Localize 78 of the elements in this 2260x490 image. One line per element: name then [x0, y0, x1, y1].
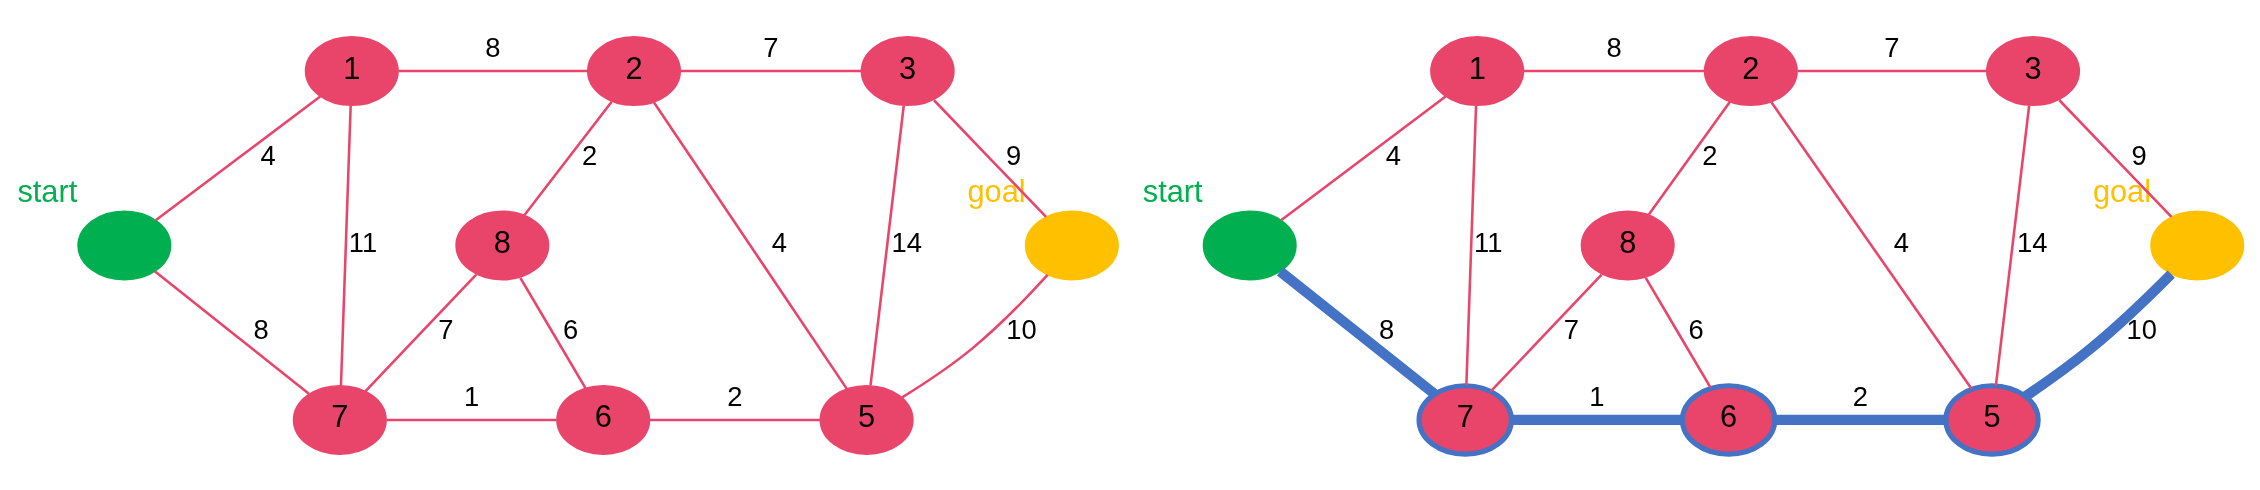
- edge-label: 4: [771, 226, 787, 258]
- connector: [339, 104, 352, 386]
- edge-label: 6: [563, 313, 579, 345]
- node-ellipse: 8: [1580, 209, 1675, 281]
- edge-label: 7: [763, 31, 779, 63]
- edge-label: 11: [1474, 226, 1503, 258]
- connector: [1511, 414, 1683, 425]
- connector: [1770, 100, 1973, 390]
- connector: [869, 104, 906, 386]
- connector: [901, 273, 1049, 399]
- edge-label: 2: [581, 139, 598, 171]
- node-circle: [1202, 209, 1297, 281]
- node-ellipse: 3: [860, 35, 955, 106]
- node-ellipse: 6: [556, 384, 651, 455]
- edge-label: 14: [2016, 226, 2048, 258]
- connector: [364, 273, 478, 392]
- connector: [649, 418, 821, 421]
- connector: [1280, 95, 1447, 221]
- edge-label: 4: [260, 139, 276, 171]
- node-label: goal: [2092, 173, 2152, 209]
- node-label: start: [17, 173, 78, 209]
- node-circle: [2150, 209, 2245, 281]
- node-ellipse: 2: [1703, 35, 1798, 106]
- node-ellipse: 7: [1416, 382, 1514, 457]
- node-ellipse: 6: [1679, 382, 1778, 457]
- connector: [1644, 276, 1712, 389]
- connector: [933, 98, 1047, 218]
- edge-label: 2: [1702, 139, 1718, 171]
- connector: [153, 269, 310, 395]
- connector: [680, 69, 862, 72]
- connector: [1523, 69, 1705, 72]
- edge-label: 7: [1884, 31, 1900, 63]
- connector: [154, 95, 321, 221]
- edge-label: 10: [2126, 313, 2157, 345]
- connector: [523, 100, 613, 216]
- connector: [386, 418, 557, 421]
- connector: [1465, 104, 1478, 386]
- node-ellipse: 7: [292, 384, 387, 455]
- node-ellipse: 8: [455, 209, 550, 281]
- connector: [1276, 266, 1438, 398]
- edge-label: 11: [348, 226, 378, 258]
- edge-label: 2: [1852, 380, 1868, 412]
- edge-label: 9: [2131, 139, 2147, 171]
- connector: [1797, 69, 1987, 72]
- edge-label: 7: [438, 313, 454, 345]
- node-label: goal: [967, 173, 1026, 209]
- edge-label: 8: [253, 313, 269, 345]
- edge-label: 8: [485, 31, 501, 63]
- edge-label: 4: [1385, 139, 1401, 171]
- connector: [1775, 414, 1946, 425]
- edge-label: 6: [1688, 313, 1704, 345]
- connector: [652, 101, 848, 390]
- connector: [2058, 98, 2173, 218]
- edge-label: 2: [727, 380, 743, 412]
- node-ellipse: 5: [1943, 382, 2041, 457]
- edge-label: 1: [1589, 380, 1605, 412]
- connector: [519, 276, 587, 389]
- node-ellipse: 1: [1430, 35, 1525, 106]
- edge-label: 8: [1378, 313, 1395, 345]
- connector: [1994, 104, 2031, 386]
- node-circle: [77, 209, 172, 281]
- node-ellipse: 3: [1986, 35, 2081, 106]
- node-ellipse: 1: [304, 35, 399, 106]
- node-label: start: [1142, 173, 1203, 209]
- node-ellipse: 2: [586, 35, 682, 106]
- edge-label: 9: [1006, 139, 1022, 171]
- connector: [2022, 269, 2175, 401]
- node-circle: [1024, 209, 1119, 281]
- edge-label: 1: [463, 380, 480, 412]
- connector: [398, 69, 588, 72]
- edge-label: 7: [1563, 313, 1579, 345]
- node-ellipse: 5: [819, 384, 914, 455]
- edge-label: 8: [1606, 31, 1622, 63]
- edge-label: 10: [1006, 313, 1037, 345]
- connector: [1489, 273, 1603, 392]
- connector: [1647, 100, 1731, 215]
- edge-label: 4: [1893, 226, 1909, 258]
- edge-label: 14: [891, 226, 923, 258]
